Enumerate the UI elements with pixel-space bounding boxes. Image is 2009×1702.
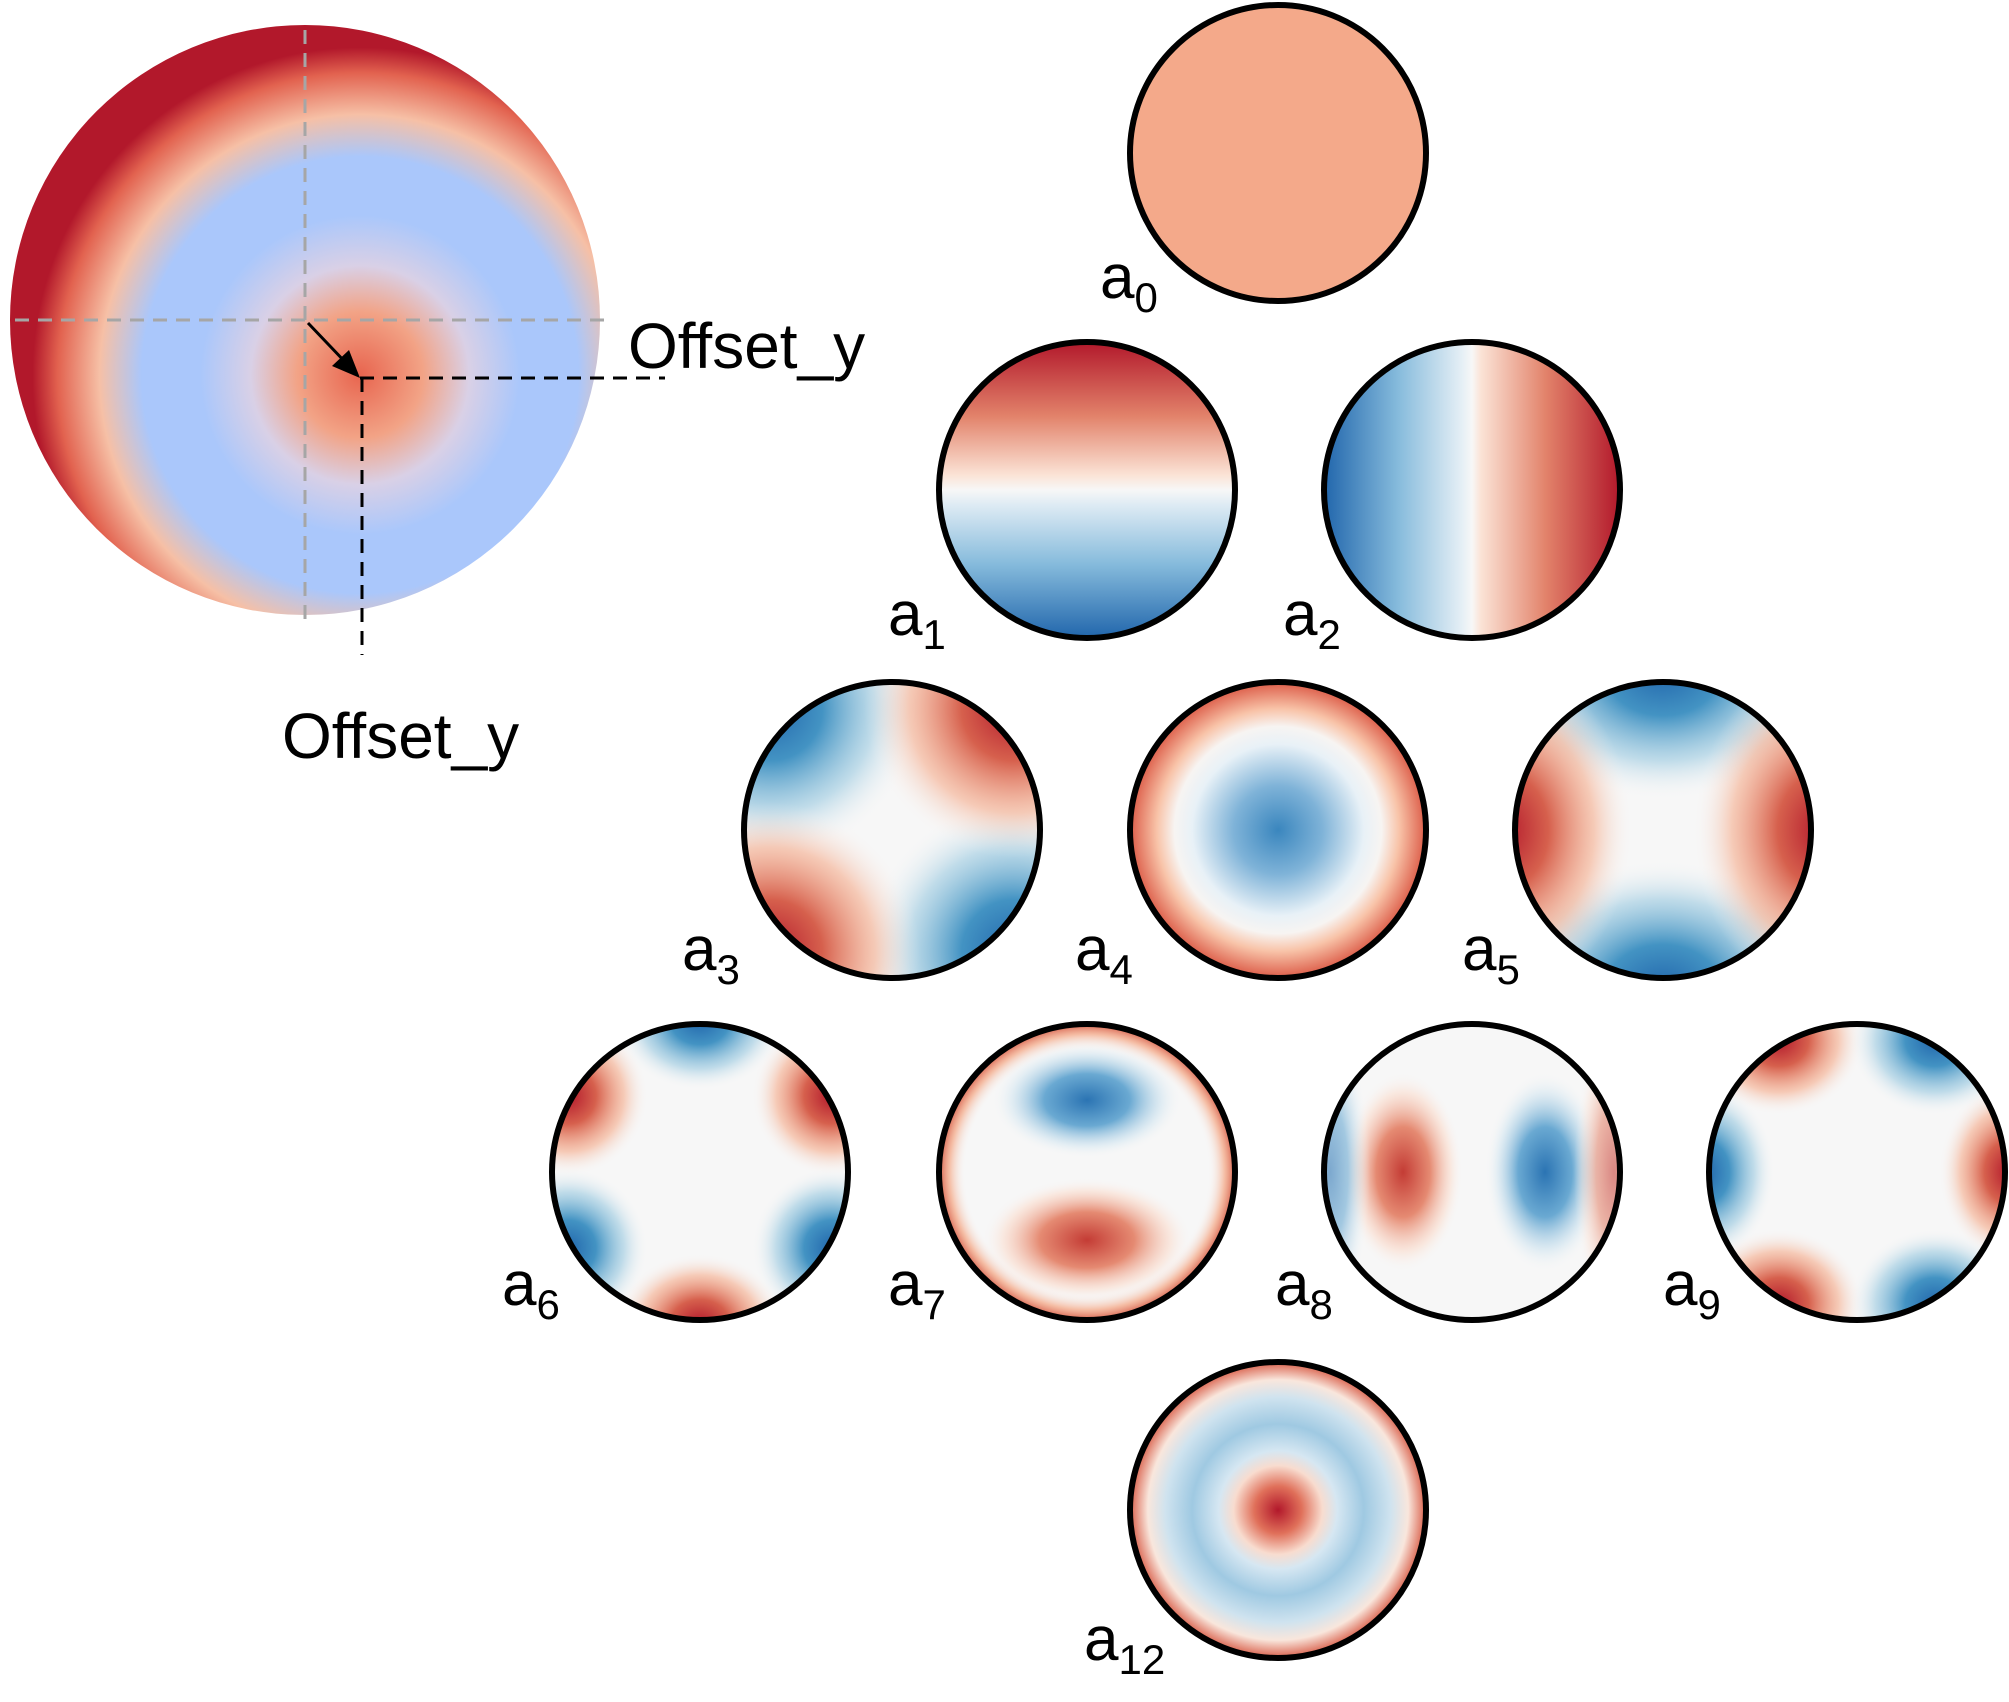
mode-a8 — [1321, 1021, 1623, 1323]
label-a12: a12 — [1084, 1605, 1165, 1683]
mode-a1 — [936, 339, 1238, 641]
offset-label-bottom: Offset_y — [282, 700, 519, 772]
mode-a4 — [1127, 679, 1429, 981]
label-a5: a5 — [1462, 915, 1520, 993]
label-a3: a3 — [682, 915, 740, 993]
label-a4: a4 — [1075, 915, 1133, 993]
label-a7: a7 — [888, 1250, 946, 1328]
label-a8: a8 — [1275, 1250, 1333, 1328]
mode-a5 — [1512, 679, 1814, 981]
label-a6: a6 — [502, 1250, 560, 1328]
mode-a12 — [1127, 1359, 1429, 1661]
offset-label-right: Offset_y — [628, 310, 865, 382]
mode-a7 — [936, 1021, 1238, 1323]
offset-arrowhead — [332, 350, 360, 378]
offset-panel: Offset_y Offset_y — [10, 25, 865, 772]
label-a1: a1 — [888, 580, 946, 658]
label-a9: a9 — [1663, 1250, 1721, 1328]
label-a2: a2 — [1283, 580, 1341, 658]
mode-a0 — [1127, 2, 1429, 304]
mode-a2 — [1321, 339, 1623, 641]
label-a0: a0 — [1100, 243, 1158, 321]
